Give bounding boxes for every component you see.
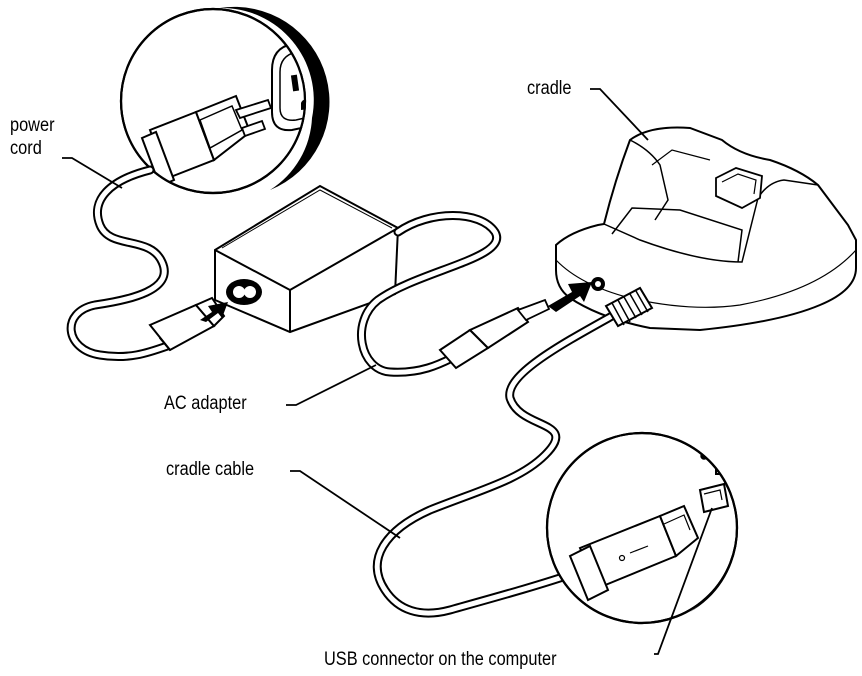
leader-lines [62,88,713,655]
power-cord-label: power cord [10,114,55,160]
outlet-inset [119,6,330,195]
dc-plug [438,298,551,370]
ac-adapter-label: AC adapter [164,393,247,414]
usb-cradle-cable [372,311,617,618]
cradle-cable-label: cradle cable [166,459,255,480]
usb-connector-label: USB connector on the computer [324,649,557,670]
usb-plug-icon [568,504,700,602]
power-cord [66,165,226,362]
power-cord-label-line1: power [10,115,55,136]
leader-cradle [590,88,649,141]
ac-adapter-brick [214,184,400,334]
leader-cradle-cable [290,470,401,539]
leader-power-cord [62,157,123,189]
insert-arrow-adapter-icon [200,302,228,322]
adapter-socket-icon [226,279,262,305]
wall-outlet-icon [271,36,305,132]
cradle-body [555,126,857,332]
usb-inset [545,431,739,625]
power-cord-label-line2: cord [10,138,42,159]
insert-arrow-cradle-icon [548,282,592,312]
dc-cable [357,211,502,377]
leader-ac-adapter [286,364,377,406]
leader-usb-connector [654,507,713,655]
cradle-label: cradle [527,78,572,99]
cradle-socket-icon [591,277,605,291]
power-plug-icon [140,94,273,188]
usb-port-icon [698,482,730,514]
cradle-cable-connector [604,286,654,328]
